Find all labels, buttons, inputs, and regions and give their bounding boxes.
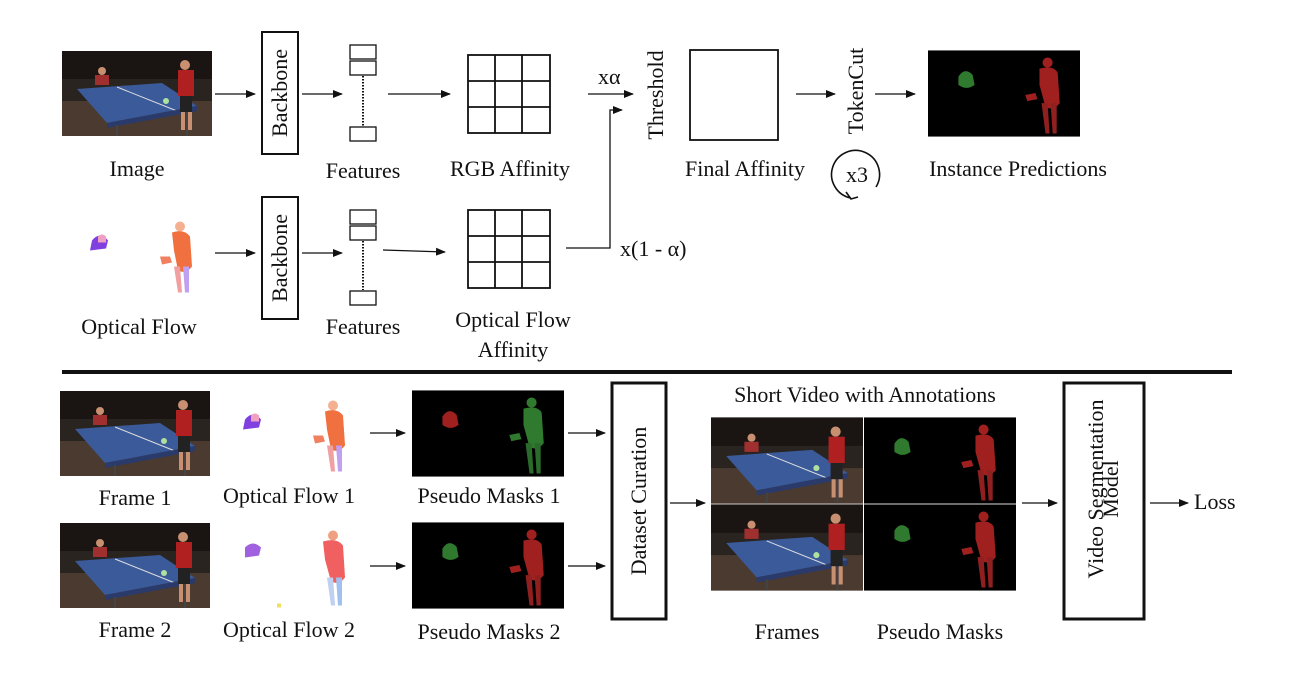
frame-1-label: Frame 1 <box>98 485 172 510</box>
features-icon-1 <box>349 44 377 142</box>
alpha-weight-label: xα <box>598 64 621 89</box>
rgb-affinity-label: RGB Affinity <box>449 156 570 181</box>
repeat-count-label: x3 <box>846 162 868 187</box>
pseudo-masks-label: Pseudo Masks <box>876 619 1004 644</box>
rgb-affinity-grid <box>467 54 551 134</box>
input-image <box>62 50 212 137</box>
tokencut-label: TokenCut <box>843 47 868 135</box>
dataset-curation-box <box>610 381 668 621</box>
optical-flow-image <box>62 212 212 298</box>
pseudo-masks-1-image <box>412 390 564 477</box>
optical-flow-label: Optical Flow <box>81 314 197 339</box>
features-label-1: Features <box>325 158 401 183</box>
image-label: Image <box>109 156 165 181</box>
arrow <box>382 247 446 256</box>
repeat-loop-icon <box>830 149 881 200</box>
optical-flow-1-image <box>215 391 365 477</box>
backbone-label-1: Backbone <box>267 49 292 137</box>
final-affinity-box <box>689 49 779 141</box>
frame-2-label: Frame 2 <box>98 617 172 642</box>
optical-flow-2-image <box>215 523 365 609</box>
backbone-label-2: Backbone <box>267 214 292 302</box>
frames-label: Frames <box>754 619 820 644</box>
dataset-curation-label: Dataset Curation <box>626 426 651 576</box>
video-mask-2 <box>864 504 1016 591</box>
vsm-label-line2: Model <box>1098 460 1123 518</box>
instance-predictions-label: Instance Predictions <box>929 156 1107 181</box>
video-frame-1 <box>711 417 863 504</box>
instance-predictions-image <box>928 50 1080 137</box>
threshold-label: Threshold <box>643 50 668 140</box>
flow-affinity-label-line2: Affinity <box>477 337 549 362</box>
arrow-merge <box>566 106 623 249</box>
backbone-box-1 <box>261 31 299 155</box>
flow-affinity-label-line1: Optical Flow <box>455 307 571 332</box>
loss-label: Loss <box>1194 489 1236 514</box>
pseudo-masks-1-label: Pseudo Masks 1 <box>417 483 561 508</box>
final-affinity-label: Final Affinity <box>685 156 805 181</box>
pseudo-masks-2-label: Pseudo Masks 2 <box>417 619 561 644</box>
pseudo-masks-2-image <box>412 522 564 609</box>
frame-2-image <box>60 522 210 609</box>
short-video-label: Short Video with Annotations <box>734 382 996 407</box>
video-frame-2 <box>711 504 863 591</box>
one-minus-alpha-weight-label: x(1 - α) <box>620 236 687 261</box>
video-mask-1 <box>864 417 1016 504</box>
optical-flow-1-label: Optical Flow 1 <box>223 483 355 508</box>
video-segmentation-model-box <box>1062 381 1146 621</box>
optical-flow-2-label: Optical Flow 2 <box>223 617 355 642</box>
flow-affinity-grid <box>467 209 551 289</box>
frame-1-image <box>60 390 210 477</box>
features-label-2: Features <box>325 314 401 339</box>
features-icon-2 <box>349 209 377 306</box>
backbone-box-2 <box>261 196 299 320</box>
